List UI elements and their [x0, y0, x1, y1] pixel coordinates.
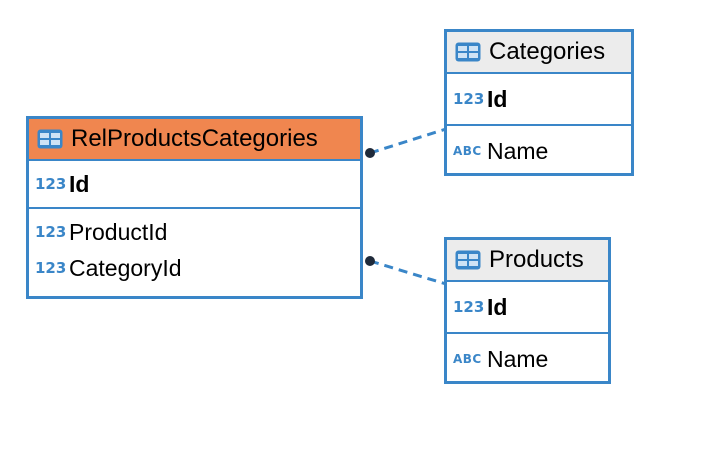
attribute-row-name[interactable]: ABC Name — [447, 341, 608, 377]
numeric-type-icon: 123 — [35, 223, 67, 241]
attribute-name: Id — [487, 293, 508, 320]
attribute-name: ProductId — [69, 218, 168, 245]
attribute-name: Name — [487, 345, 549, 372]
numeric-type-icon: 123 — [35, 175, 67, 193]
entity-products[interactable]: Products 123 Id ABC Name — [444, 237, 611, 384]
attribute-row-id[interactable]: 123 Id — [447, 81, 631, 117]
attribute-row-name[interactable]: ABC Name — [447, 133, 631, 169]
connector-rel-to-products — [365, 256, 447, 286]
fields-section: 123 ProductId 123 CategoryId — [29, 209, 360, 286]
primary-key-section: 123 Id — [447, 282, 608, 334]
entity-header[interactable]: Categories — [447, 32, 631, 74]
primary-key-section: 123 Id — [447, 74, 631, 126]
fields-section: ABC Name — [447, 334, 608, 377]
attribute-name: Id — [487, 85, 508, 112]
attribute-row-id[interactable]: 123 Id — [29, 166, 360, 202]
numeric-type-icon: 123 — [453, 90, 485, 108]
attribute-row-categoryid[interactable]: 123 CategoryId — [29, 250, 360, 286]
entity-header[interactable]: RelProductsCategories — [29, 119, 360, 161]
attribute-name: Id — [69, 170, 90, 197]
connector-endpoint-dot — [365, 256, 375, 266]
connector-endpoint-dot — [365, 148, 375, 158]
attribute-row-id[interactable]: 123 Id — [447, 289, 608, 325]
table-icon — [455, 250, 481, 270]
entity-categories[interactable]: Categories 123 Id ABC Name — [444, 29, 634, 176]
connector-rel-to-categories — [365, 127, 447, 158]
entity-header[interactable]: Products — [447, 240, 608, 282]
entity-title: Categories — [489, 38, 606, 65]
attribute-name: Name — [487, 137, 549, 164]
text-type-icon: ABC — [453, 144, 482, 158]
table-icon — [455, 42, 481, 62]
table-icon — [37, 129, 63, 149]
entity-relproductscategories[interactable]: RelProductsCategories 123 Id 123 Product… — [26, 116, 363, 299]
fields-section: ABC Name — [447, 126, 631, 169]
numeric-type-icon: 123 — [35, 259, 67, 277]
primary-key-section: 123 Id — [29, 161, 360, 209]
attribute-name: CategoryId — [69, 254, 182, 281]
numeric-type-icon: 123 — [453, 298, 485, 316]
text-type-icon: ABC — [453, 352, 482, 366]
entity-title: Products — [489, 246, 584, 273]
attribute-row-productid[interactable]: 123 ProductId — [29, 214, 360, 250]
entity-title: RelProductsCategories — [71, 125, 318, 152]
